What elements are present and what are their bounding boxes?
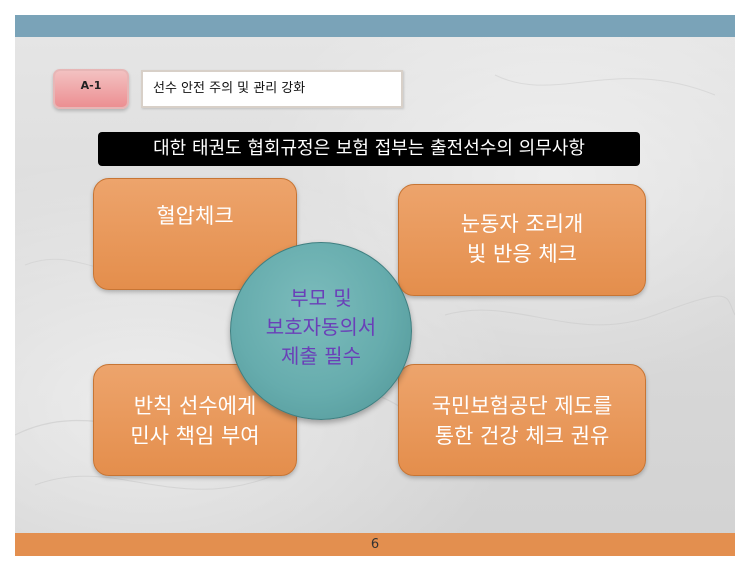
top-bar — [15, 15, 735, 37]
slide: A-1 선수 안전 주의 및 관리 강화 대한 태권도 협회규정은 보험 접부는… — [15, 15, 735, 556]
box-bottom-right-line-1: 국민보험공단 제도를 — [431, 394, 613, 418]
section-tag-label: A-1 — [80, 79, 102, 92]
box-top-left-line-1: 혈압체크 — [156, 204, 234, 228]
box-top-right-line-1: 눈동자 조리개 — [460, 212, 584, 236]
page-number: 6 — [370, 537, 380, 552]
box-top-right-line-2: 빛 반응 체크 — [467, 242, 577, 266]
center-line-2: 보호자동의서 — [265, 315, 377, 339]
box-bottom-left-line-2: 민사 책임 부여 — [130, 424, 260, 448]
headline-banner: 대한 태권도 협회규정은 보험 접부는 출전선수의 의무사항 — [98, 132, 640, 166]
box-bottom-left-line-1: 반칙 선수에게 — [133, 394, 257, 418]
section-tag: A-1 — [53, 69, 129, 109]
bottom-bar — [15, 533, 735, 556]
center-ellipse: 부모 및 보호자동의서 제출 필수 — [230, 242, 412, 420]
subject-box: 선수 안전 주의 및 관리 강화 — [141, 70, 403, 108]
box-bottom-right: 국민보험공단 제도를 통한 건강 체크 권유 — [398, 364, 646, 476]
center-line-3: 제출 필수 — [281, 344, 361, 368]
box-bottom-right-line-2: 통한 건강 체크 권유 — [434, 424, 610, 448]
box-top-right: 눈동자 조리개 빛 반응 체크 — [398, 184, 646, 296]
subject-text: 선수 안전 주의 및 관리 강화 — [153, 81, 306, 96]
center-line-1: 부모 및 — [290, 286, 352, 310]
